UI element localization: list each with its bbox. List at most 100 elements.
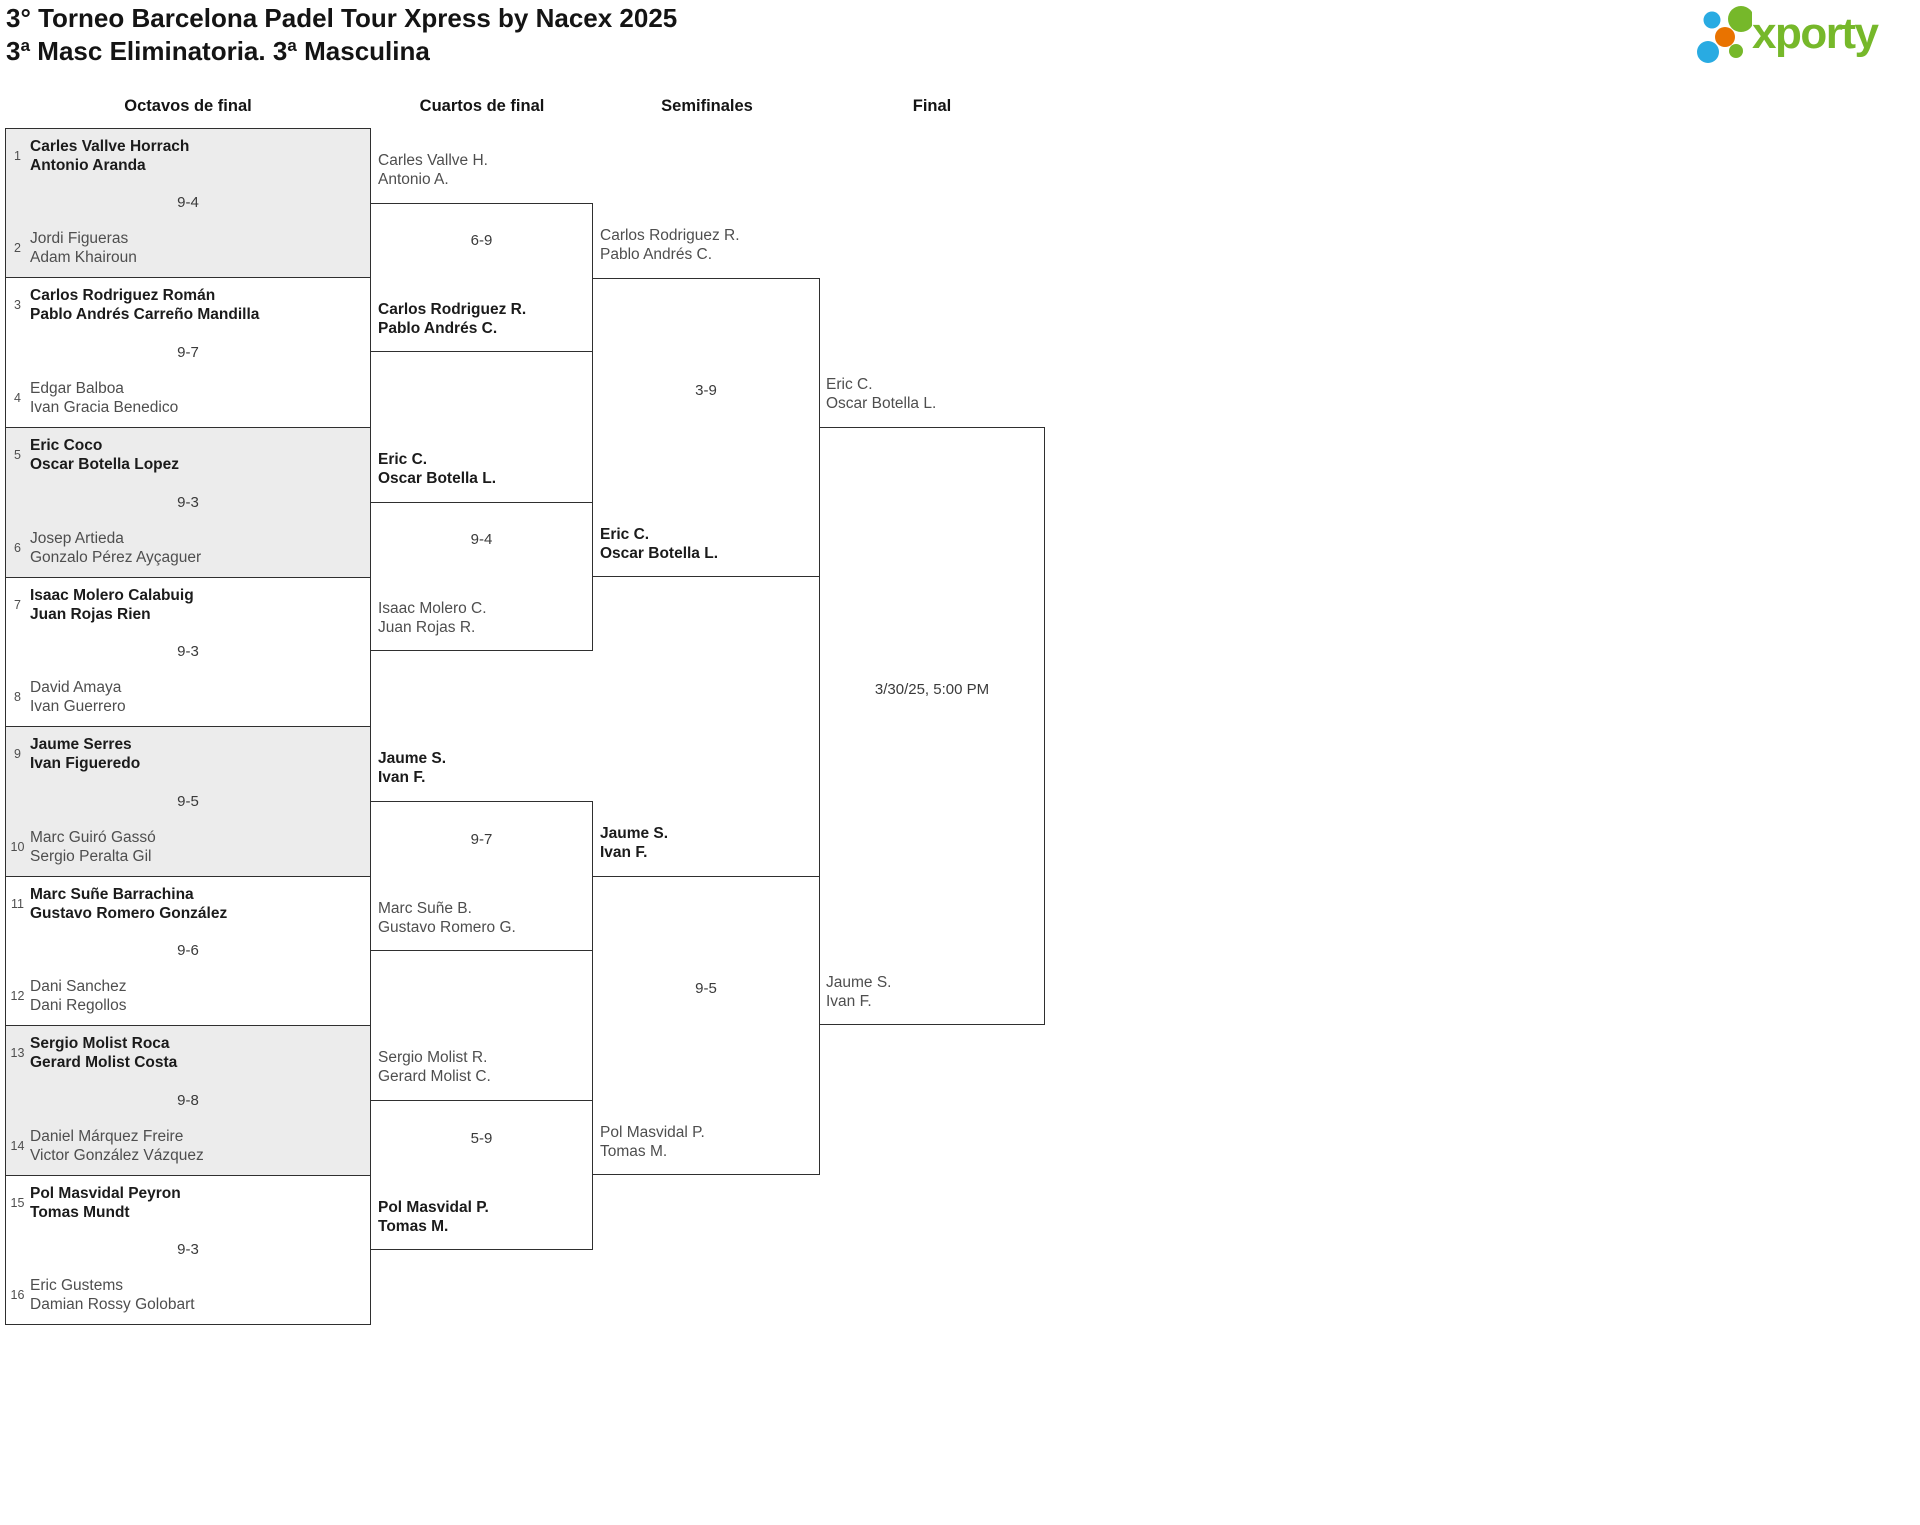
- player-name: David Amaya: [30, 679, 122, 696]
- team-pair-loser[interactable]: Carlos Rodriguez R. Pablo Andrés C.: [600, 226, 816, 264]
- player-name: Carlos Rodriguez R.: [378, 301, 527, 318]
- match-score: 3-9: [695, 382, 717, 399]
- player-name: Jaume Serres: [30, 736, 132, 753]
- player-name: Ivan Guerrero: [30, 698, 126, 715]
- player-name: Tomas M.: [600, 1143, 668, 1160]
- team-pair-winner[interactable]: Carlos Rodriguez Román Pablo Andrés Carr…: [30, 286, 364, 324]
- seed-number: 15: [10, 1196, 25, 1210]
- seed-number: 2: [14, 241, 21, 255]
- team-pair-loser[interactable]: Dani Sanchez Dani Regollos: [30, 977, 364, 1015]
- match-score: 9-3: [177, 1241, 199, 1258]
- player-name: Daniel Márquez Freire: [30, 1128, 184, 1145]
- match-cuartos-4[interactable]: [370, 1100, 593, 1250]
- team-pair-winner[interactable]: Eric C. Oscar Botella L.: [378, 450, 590, 488]
- player-name: Victor González Vázquez: [30, 1147, 204, 1164]
- player-name: Pol Masvidal Peyron: [30, 1185, 181, 1202]
- player-name: Tomas M.: [378, 1218, 449, 1235]
- match-octavos-1[interactable]: 1 Carles Vallve Horrach Antonio Aranda 9…: [5, 128, 371, 278]
- player-name: Carlos Rodriguez R.: [600, 227, 740, 244]
- player-name: Isaac Molero C.: [378, 600, 487, 617]
- final-datetime: 3/30/25, 5:00 PM: [874, 681, 990, 698]
- team-pair-winner[interactable]: Sergio Molist Roca Gerard Molist Costa: [30, 1034, 364, 1072]
- match-final[interactable]: [819, 427, 1045, 1025]
- match-score: 9-4: [177, 194, 199, 211]
- seed-number: 14: [10, 1139, 25, 1153]
- player-name: Sergio Molist R.: [378, 1049, 488, 1066]
- team-pair-winner[interactable]: Isaac Molero Calabuig Juan Rojas Rien: [30, 586, 364, 624]
- player-name: Marc Suñe Barrachina: [30, 886, 194, 903]
- team-pair-loser[interactable]: Sergio Molist R. Gerard Molist C.: [378, 1048, 590, 1086]
- player-name: Pablo Andrés Carreño Mandilla: [30, 306, 260, 323]
- player-name: Marc Suñe B.: [378, 900, 472, 917]
- team-pair-winner[interactable]: Pol Masvidal P. Tomas M.: [378, 1198, 590, 1236]
- player-name: Pol Masvidal P.: [600, 1124, 705, 1141]
- xporty-logo[interactable]: xporty: [1686, 4, 1879, 64]
- team-pair-loser[interactable]: David Amaya Ivan Guerrero: [30, 678, 364, 716]
- player-name: Gustavo Romero González: [30, 905, 228, 922]
- seed-number: 1: [14, 149, 21, 163]
- round-header-octavos: Octavos de final: [124, 97, 252, 115]
- team-pair-loser[interactable]: Carles Vallve H. Antonio A.: [378, 151, 590, 189]
- team-pair-winner[interactable]: Pol Masvidal Peyron Tomas Mundt: [30, 1184, 364, 1222]
- team-pair-loser[interactable]: Marc Suñe B. Gustavo Romero G.: [378, 899, 590, 937]
- team-pair-finalist[interactable]: Eric C. Oscar Botella L.: [826, 375, 1041, 413]
- match-score: 5-9: [470, 1130, 493, 1147]
- match-score: 9-7: [177, 343, 199, 361]
- team-pair-winner[interactable]: Jaume S. Ivan F.: [378, 749, 590, 787]
- seed-number: 6: [14, 541, 21, 555]
- match-octavos-3[interactable]: 5 Eric Coco Oscar Botella Lopez 9-3 6 Jo…: [5, 427, 371, 578]
- player-name: Oscar Botella L.: [826, 395, 937, 412]
- match-octavos-7[interactable]: 13 Sergio Molist Roca Gerard Molist Cost…: [5, 1025, 371, 1176]
- match-semifinal-2[interactable]: [592, 876, 820, 1175]
- player-name: Edgar Balboa: [30, 380, 124, 397]
- player-name: Adam Khairoun: [30, 249, 137, 266]
- player-name: Eric Coco: [30, 437, 103, 454]
- team-pair-winner[interactable]: Marc Suñe Barrachina Gustavo Romero Gonz…: [30, 885, 364, 923]
- seed-number: 13: [10, 1046, 25, 1060]
- match-score: 9-8: [177, 1091, 199, 1109]
- seed-number: 16: [10, 1288, 25, 1302]
- match-octavos-5[interactable]: 9 Jaume Serres Ivan Figueredo 9-5 10 Mar…: [5, 726, 371, 877]
- match-cuartos-1[interactable]: [370, 203, 593, 352]
- player-name: Ivan F.: [378, 769, 426, 786]
- match-octavos-2[interactable]: 3 Carlos Rodriguez Román Pablo Andrés Ca…: [5, 277, 371, 428]
- team-pair-loser[interactable]: Marc Guiró Gassó Sergio Peralta Gil: [30, 828, 364, 866]
- logo-wordmark: xporty: [1752, 9, 1879, 58]
- round-header-semifinales: Semifinales: [661, 97, 753, 115]
- team-pair-winner[interactable]: Jaume Serres Ivan Figueredo: [30, 735, 364, 773]
- team-pair-loser[interactable]: Edgar Balboa Ivan Gracia Benedico: [30, 379, 364, 417]
- player-name: Tomas Mundt: [30, 1204, 130, 1221]
- player-name: Oscar Botella Lopez: [30, 456, 180, 473]
- player-name: Ivan F.: [600, 844, 648, 861]
- match-score: 9-5: [177, 792, 199, 810]
- match-score: 9-7: [470, 831, 493, 848]
- player-name: Pablo Andrés C.: [600, 246, 713, 263]
- player-name: Dani Regollos: [30, 997, 127, 1014]
- player-name: Sergio Peralta Gil: [30, 848, 152, 865]
- player-name: Jordi Figueras: [30, 230, 129, 247]
- team-pair-loser[interactable]: Pol Masvidal P. Tomas M.: [600, 1123, 816, 1161]
- match-octavos-8[interactable]: 15 Pol Masvidal Peyron Tomas Mundt 9-3 1…: [5, 1175, 371, 1325]
- team-pair-loser[interactable]: Jordi Figueras Adam Khairoun: [30, 229, 364, 267]
- seed-number: 9: [14, 747, 21, 761]
- team-pair-loser[interactable]: Eric Gustems Damian Rossy Golobart: [30, 1276, 364, 1314]
- team-pair-finalist[interactable]: Jaume S. Ivan F.: [826, 973, 1041, 1011]
- match-octavos-4[interactable]: 7 Isaac Molero Calabuig Juan Rojas Rien …: [5, 577, 371, 727]
- player-name: Jaume S.: [600, 825, 669, 842]
- player-name: Carlos Rodriguez Román: [30, 287, 216, 304]
- team-pair-loser[interactable]: Daniel Márquez Freire Victor González Vá…: [30, 1127, 364, 1165]
- team-pair-winner[interactable]: Carles Vallve Horrach Antonio Aranda: [30, 137, 364, 175]
- team-pair-winner[interactable]: Carlos Rodriguez R. Pablo Andrés C.: [378, 300, 590, 338]
- match-octavos-6[interactable]: 11 Marc Suñe Barrachina Gustavo Romero G…: [5, 876, 371, 1026]
- match-score: 6-9: [470, 232, 493, 249]
- team-pair-winner[interactable]: Eric C. Oscar Botella L.: [600, 525, 816, 563]
- player-name: Gerard Molist Costa: [30, 1054, 178, 1071]
- player-name: Jaume S.: [378, 750, 447, 767]
- team-pair-loser[interactable]: Isaac Molero C. Juan Rojas R.: [378, 599, 590, 637]
- seed-number: 4: [14, 391, 21, 405]
- tournament-title: 3° Torneo Barcelona Padel Tour Xpress by…: [6, 3, 678, 33]
- team-pair-winner[interactable]: Eric Coco Oscar Botella Lopez: [30, 436, 364, 474]
- team-pair-loser[interactable]: Josep Artieda Gonzalo Pérez Ayçaguer: [30, 529, 364, 567]
- team-pair-winner[interactable]: Jaume S. Ivan F.: [600, 824, 816, 862]
